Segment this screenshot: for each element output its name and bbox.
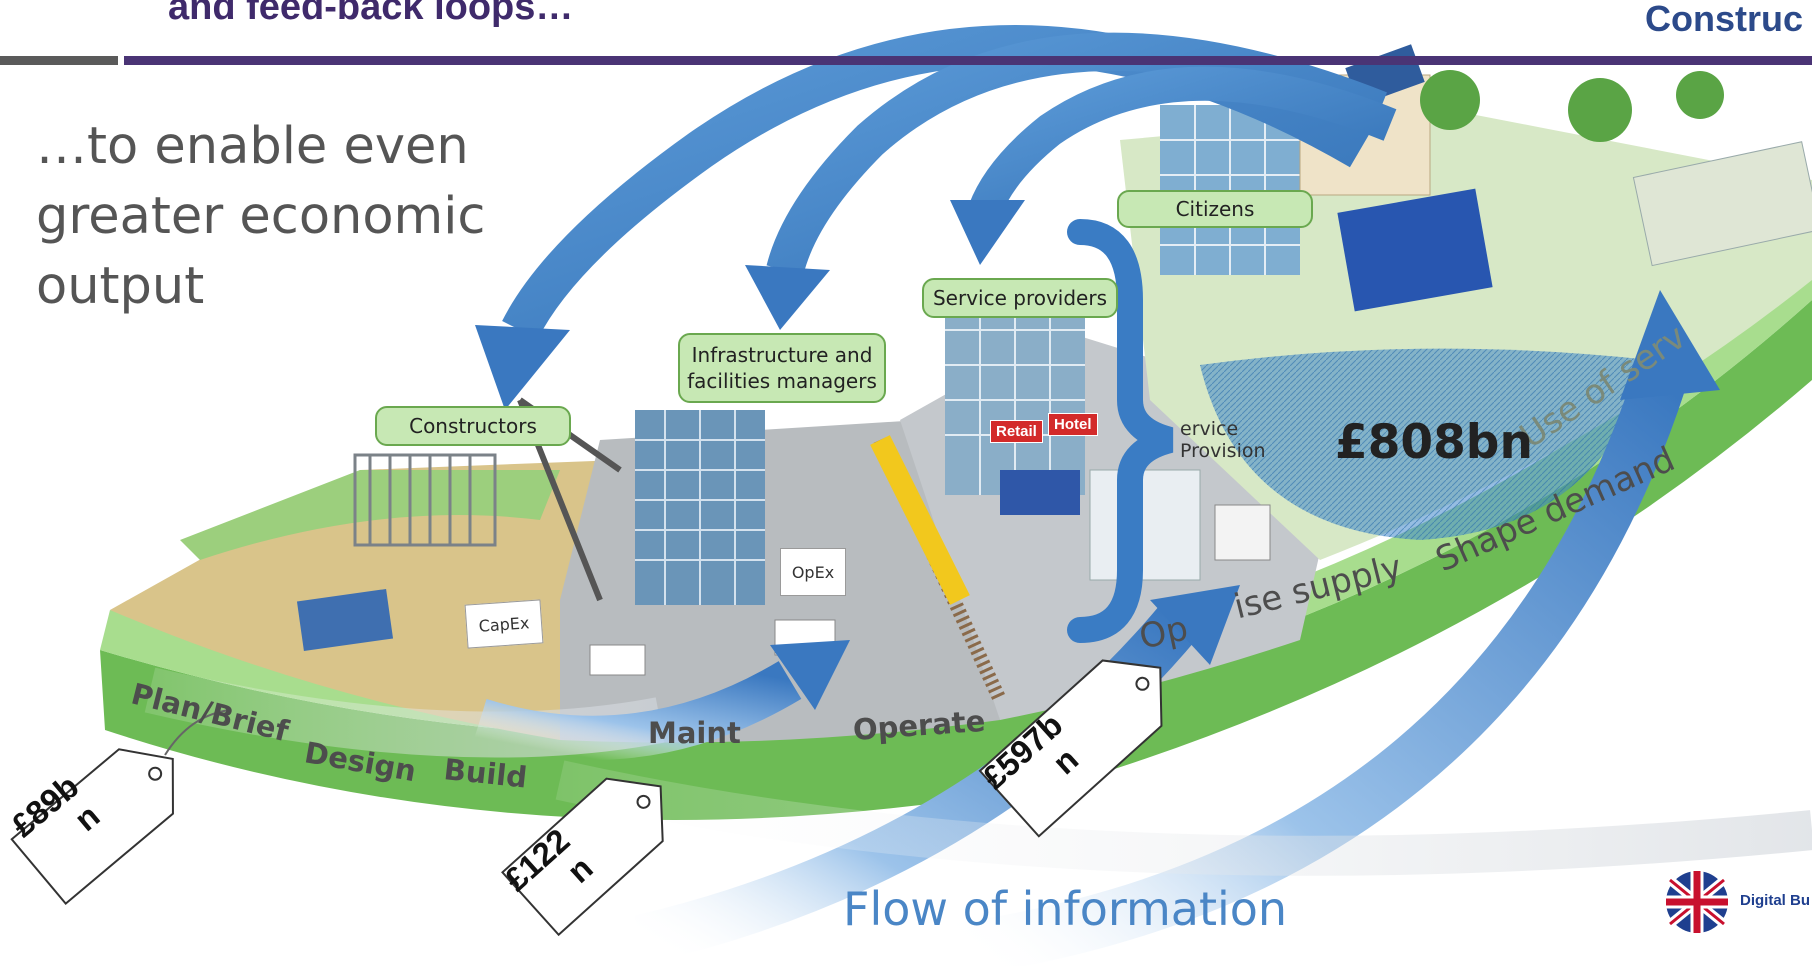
blue-bus-small [1000, 470, 1080, 515]
yellow-train [870, 435, 970, 605]
service-provision-line-1: ervice [1180, 418, 1239, 440]
lifecycle-band-inner [100, 260, 1812, 737]
tree-3 [1676, 71, 1724, 119]
tree-2 [1568, 78, 1632, 142]
flow-arrow-grey-2 [555, 760, 1812, 876]
headline: …to enable even greater economic output [36, 112, 516, 322]
flow-arrow-up-2-head [1150, 585, 1240, 665]
stage-maintain: Maint [648, 716, 741, 750]
flow-caption: Flow of information [843, 882, 1288, 936]
slide-title: and feed-back loops… [168, 0, 574, 28]
feedback-arrow-3 [969, 66, 1397, 217]
hospital-building [1089, 469, 1201, 581]
headline-line-3: output [36, 257, 205, 316]
retail-sign: Retail [990, 420, 1043, 443]
rail-track [873, 437, 1007, 703]
capex-note: CapEx [464, 599, 544, 649]
header-rule-grey [0, 56, 118, 65]
provider-brace [1067, 219, 1174, 643]
lorry [1214, 504, 1271, 561]
infrastructure-line-1: Infrastructure and [691, 343, 873, 367]
flow-arrow-up-1 [473, 661, 802, 760]
total-value: £808bn [1335, 415, 1533, 470]
feedback-arrow-3-head [950, 200, 1025, 265]
hotel-sign: Hotel [1048, 413, 1098, 436]
brand-text: Construc [1645, 0, 1804, 39]
flow-arrow-up-3-head [1620, 290, 1720, 400]
feedback-arrow-2-head [745, 265, 830, 330]
constructors-label: Constructors [375, 406, 571, 446]
union-flag-icon [1666, 871, 1728, 933]
flow-arrow-up-1-head [770, 640, 850, 710]
feedback-arrow-1-head [475, 325, 570, 410]
header-rule-purple [124, 56, 1812, 65]
citizens-label: Citizens [1117, 190, 1313, 228]
solar-panel-field [296, 588, 394, 652]
scaffold-grid [368, 455, 472, 545]
price-tag-3 [978, 659, 1163, 838]
double-decker-bus [1337, 188, 1493, 312]
service-provision-line-2: Provision [1180, 440, 1266, 462]
use-value-dome [1200, 348, 1650, 540]
white-van [589, 644, 646, 676]
headline-line-2: greater economic [36, 187, 486, 246]
price-tag-1-string [164, 709, 231, 756]
opex-note: OpEx [780, 548, 846, 596]
service-providers-label: Service providers [922, 278, 1118, 318]
price-tag-1 [10, 748, 174, 906]
train-carriage [1632, 141, 1812, 267]
price-tag-2 [501, 777, 664, 937]
infrastructure-managers-label: Infrastructure and facilities managers [678, 333, 886, 403]
infrastructure-line-2: facilities managers [687, 369, 877, 393]
infrastructure-tower-grid [635, 410, 765, 605]
tree-1 [1420, 70, 1480, 130]
logo-text: Digital Bu [1740, 892, 1810, 909]
headline-line-1: …to enable even [36, 117, 469, 176]
scaffold-building [353, 453, 497, 547]
flow-arrow-up-3 [956, 371, 1686, 966]
service-provision-label: ervice Provision [1180, 418, 1266, 462]
